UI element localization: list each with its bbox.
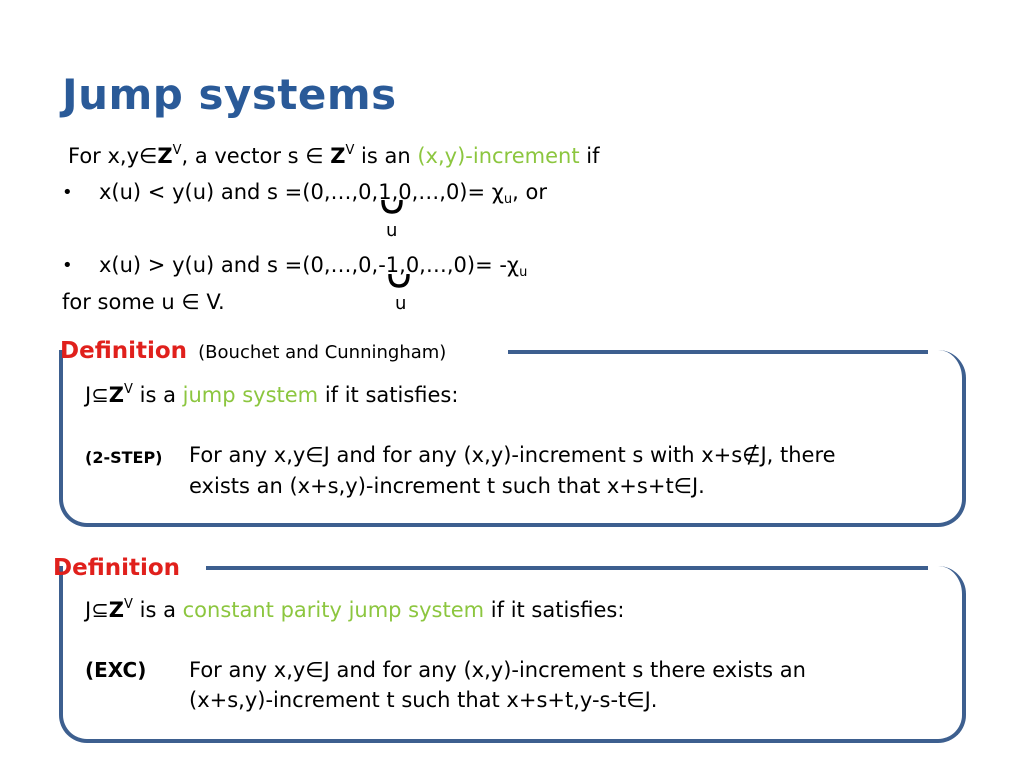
superscript-v: V bbox=[124, 382, 133, 397]
page-title: Jump systems bbox=[62, 70, 397, 119]
superscript-v: V bbox=[124, 597, 133, 612]
definition-header-2: Definition bbox=[53, 555, 180, 581]
underbrace-icon bbox=[381, 200, 403, 214]
superscript-v: V bbox=[345, 143, 355, 158]
condition-tag: (2-STEP) bbox=[85, 448, 163, 467]
def1-condition-line2: exists an (x+s,y)-increment t such that … bbox=[189, 474, 705, 498]
superscript-v: V bbox=[172, 143, 182, 158]
bullet-item-1: x(u) < y(u) and s =(0,…,0,1,0,…,0)= χu, … bbox=[99, 180, 547, 207]
intro-text: , a vector s ∈ bbox=[181, 144, 331, 168]
definition-box-1 bbox=[59, 350, 966, 527]
def1-condition-line1: For any x,y∈J and for any (x,y)-incremen… bbox=[189, 443, 836, 467]
def-text: if it satisfies: bbox=[484, 598, 625, 622]
bullet-text: x(u) > y(u) and s =(0,…,0,-1,0,…,0)= -χ bbox=[99, 253, 520, 277]
term-increment: (x,y)-increment bbox=[417, 144, 580, 168]
integers-symbol: Z bbox=[108, 383, 125, 407]
closing-line: for some u ∈ V. bbox=[62, 290, 225, 314]
def-text: if it satisfies: bbox=[318, 383, 459, 407]
term-jump-system: jump system bbox=[182, 383, 319, 407]
bullet-item-2: x(u) > y(u) and s =(0,…,0,-1,0,…,0)= -χu bbox=[99, 253, 527, 280]
brace-label: u bbox=[386, 220, 398, 241]
bullet-marker: • bbox=[62, 255, 73, 276]
intro-text: if bbox=[579, 144, 600, 168]
def2-condition-line2: (x+s,y)-increment t such that x+s+t,y-s-… bbox=[189, 688, 658, 712]
integers-symbol: Z bbox=[108, 598, 125, 622]
definition-box-2 bbox=[59, 566, 966, 743]
condition-tag: (EXC) bbox=[85, 658, 147, 682]
def-text: J⊆ bbox=[85, 598, 109, 622]
underbrace-icon bbox=[388, 274, 410, 288]
subscript-u: u bbox=[519, 265, 528, 280]
definition-rule bbox=[206, 566, 928, 570]
bullet-marker: • bbox=[62, 182, 73, 203]
bullet-text: x(u) < y(u) and s =(0,…,0,1,0,…,0)= χ bbox=[99, 180, 504, 204]
def-text: J⊆ bbox=[85, 383, 109, 407]
definition-source: (Bouchet and Cunningham) bbox=[198, 342, 447, 363]
def1-statement: J⊆ZV is a jump system if it satisfies: bbox=[85, 382, 458, 407]
integers-symbol: Z bbox=[157, 144, 173, 168]
term-constant-parity-jump-system: constant parity jump system bbox=[182, 598, 485, 622]
subscript-u: u bbox=[503, 192, 513, 207]
brace-label: u bbox=[395, 293, 407, 314]
def2-condition-line1: For any x,y∈J and for any (x,y)-incremen… bbox=[189, 658, 806, 682]
bullet-text: , or bbox=[512, 180, 547, 204]
definition-heading: Definition bbox=[60, 338, 188, 364]
intro-text: is an bbox=[354, 144, 418, 168]
intro-line: For x,y∈ZV, a vector s ∈ ZV is an (x,y)-… bbox=[68, 143, 599, 168]
definition-heading: Definition bbox=[53, 555, 181, 581]
def-text: is a bbox=[132, 598, 183, 622]
intro-text: For x,y bbox=[68, 144, 140, 168]
definition-header-1: Definition (Bouchet and Cunningham) bbox=[60, 338, 446, 364]
def-text: is a bbox=[132, 383, 183, 407]
element-of-symbol: ∈ bbox=[139, 144, 158, 168]
definition-rule bbox=[508, 350, 928, 354]
integers-symbol: Z bbox=[330, 144, 346, 168]
def2-statement: J⊆ZV is a constant parity jump system if… bbox=[85, 597, 624, 622]
